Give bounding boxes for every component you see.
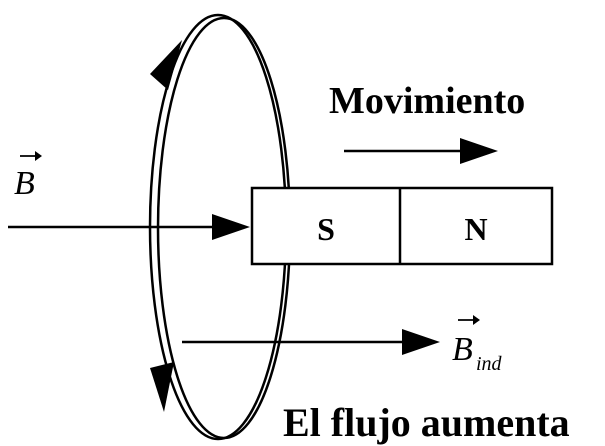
magnet-pole-south: S <box>317 211 335 247</box>
flux-statement: El flujo aumenta <box>283 400 570 445</box>
field-label: B <box>14 151 42 202</box>
induced-vector-arrow-icon <box>458 315 480 325</box>
motion-arrowhead-icon <box>460 138 498 164</box>
induced-arrowhead-icon <box>402 329 440 355</box>
motion-label: Movimiento <box>329 80 525 122</box>
induced-label-subscript: ind <box>476 353 503 375</box>
field-vector-arrow-icon <box>20 151 42 161</box>
bar-magnet: S N <box>250 186 554 266</box>
field-arrow <box>8 214 250 240</box>
induced-field-arrow <box>182 329 440 355</box>
magnet-body <box>250 186 554 266</box>
current-arrow-top-icon <box>150 40 182 90</box>
motion-arrow <box>344 138 498 164</box>
induced-field-label: B ind <box>452 315 503 375</box>
induced-label-text: B <box>452 331 473 368</box>
current-arrow-bottom-icon <box>150 362 174 412</box>
magnet-pole-north: N <box>464 211 487 247</box>
field-label-text: B <box>14 165 35 202</box>
field-arrowhead-icon <box>212 214 250 240</box>
